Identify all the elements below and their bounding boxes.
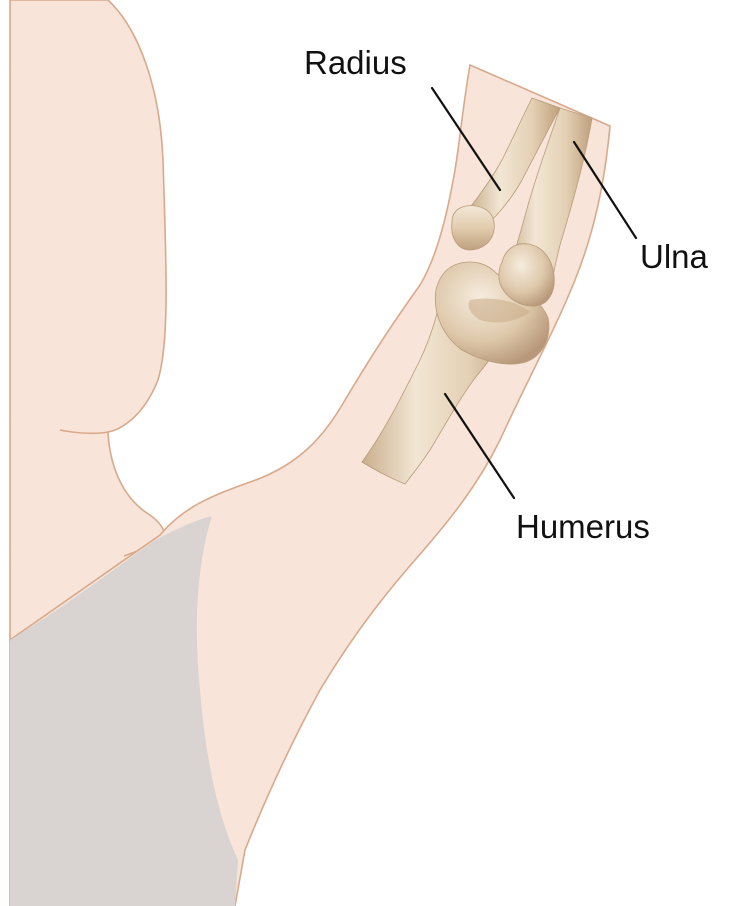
humerus-label: Humerus (516, 508, 650, 545)
radius-leader-line (430, 86, 502, 192)
ulna-olecranon (498, 243, 555, 307)
ulna-leader-line (572, 140, 638, 240)
ulna-label: Ulna (640, 238, 709, 275)
humerus-trochlea (468, 298, 530, 323)
radius-head (451, 205, 495, 251)
head-torso-skin (9, 0, 167, 642)
shirt (10, 516, 238, 906)
radius-label: Radius (304, 44, 407, 81)
jaw-line (59, 429, 109, 435)
humerus-leader-line (443, 392, 516, 500)
